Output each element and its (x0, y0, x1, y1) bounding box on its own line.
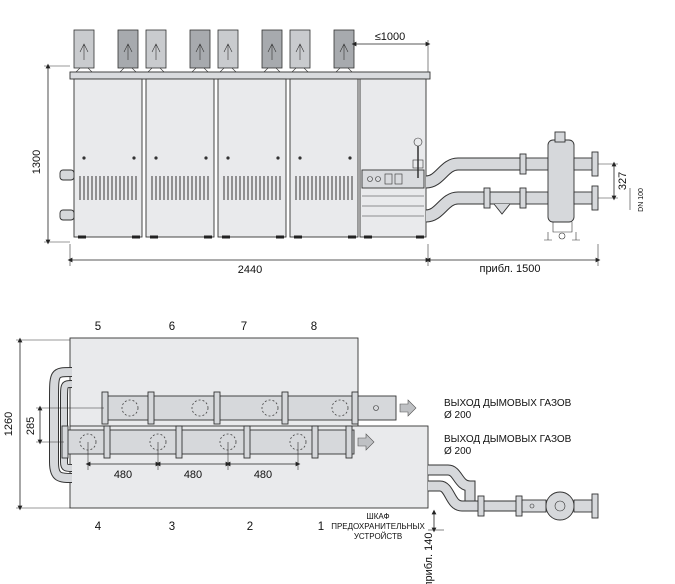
flue-collector-upper (101, 391, 417, 425)
dim-max-1000: ≤1000 (375, 31, 406, 43)
flue-output-size-lower: Ø 200 (444, 446, 472, 457)
unit-number-7: 7 (241, 321, 247, 333)
cabinet-label-line2: ПРЕДОХРАНИТЕЛЬНЫХ (331, 522, 425, 531)
unit-number-1: 1 (318, 521, 324, 533)
dim-dn100: DN 100 (638, 188, 645, 212)
top-plate (69, 71, 431, 80)
hydraulic-top-view (428, 464, 599, 521)
dim-480-a: 480 (114, 469, 132, 481)
dim-approx-140: прибл. 140 (423, 533, 435, 584)
cabinet-label-line1: ШКАФ (366, 512, 389, 521)
dimension-lines-front (44, 40, 631, 266)
flue-pipes-top (73, 29, 355, 73)
hydraulic-separator (425, 131, 599, 241)
dim-1260: 1260 (3, 412, 15, 436)
dim-480-b: 480 (184, 469, 202, 481)
top-view: 1260 285 480 480 480 прибл. 140 5 6 7 8 … (3, 321, 599, 584)
unit-number-8: 8 (311, 321, 317, 333)
unit-number-3: 3 (169, 521, 175, 533)
dim-327: 327 (617, 172, 629, 190)
dim-480-c: 480 (254, 469, 272, 481)
dim-2440: 2440 (238, 264, 262, 276)
flue-collector-lower (61, 425, 375, 459)
unit-number-5: 5 (95, 321, 101, 333)
unit-number-4: 4 (95, 521, 102, 533)
dim-285: 285 (25, 417, 37, 435)
dimension-lines-top (16, 337, 444, 533)
dim-1300: 1300 (31, 150, 43, 174)
dim-approx-1500: прибл. 1500 (479, 263, 540, 275)
flue-output-label-upper: ВЫХОД ДЫМОВЫХ ГАЗОВ (444, 398, 572, 409)
boiler-cabinets (59, 78, 427, 239)
cabinet-label-line3: УСТРОЙСТВ (354, 532, 402, 541)
unit-number-2: 2 (247, 521, 253, 533)
front-view: 1300 2440 прибл. 1500 ≤1000 327 DN 100 (31, 29, 645, 276)
unit-number-6: 6 (169, 321, 175, 333)
flue-output-size-upper: Ø 200 (444, 410, 472, 421)
flue-output-label-lower: ВЫХОД ДЫМОВЫХ ГАЗОВ (444, 434, 572, 445)
